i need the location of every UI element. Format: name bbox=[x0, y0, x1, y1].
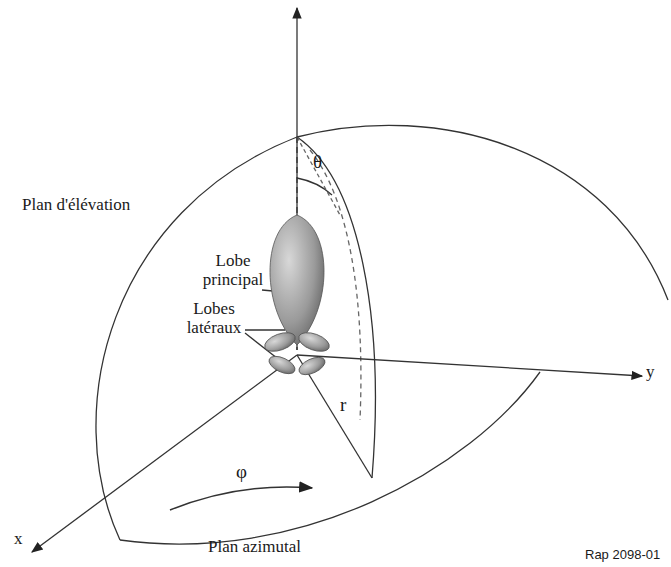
axis-label: x bbox=[14, 530, 23, 549]
radius-symbol: r bbox=[340, 395, 346, 416]
angle-symbol: θ bbox=[313, 152, 322, 173]
plane-label: Plan azimutal bbox=[208, 538, 301, 557]
lobe-label: Lobe principal bbox=[202, 252, 264, 289]
angle-symbol: φ bbox=[236, 462, 247, 483]
figure-reference: Rap 2098-01 bbox=[585, 548, 660, 562]
plane-label: Plan d'élévation bbox=[22, 196, 130, 215]
lobe-label: Lobes latéraux bbox=[182, 300, 246, 337]
axis-label: y bbox=[646, 363, 655, 382]
